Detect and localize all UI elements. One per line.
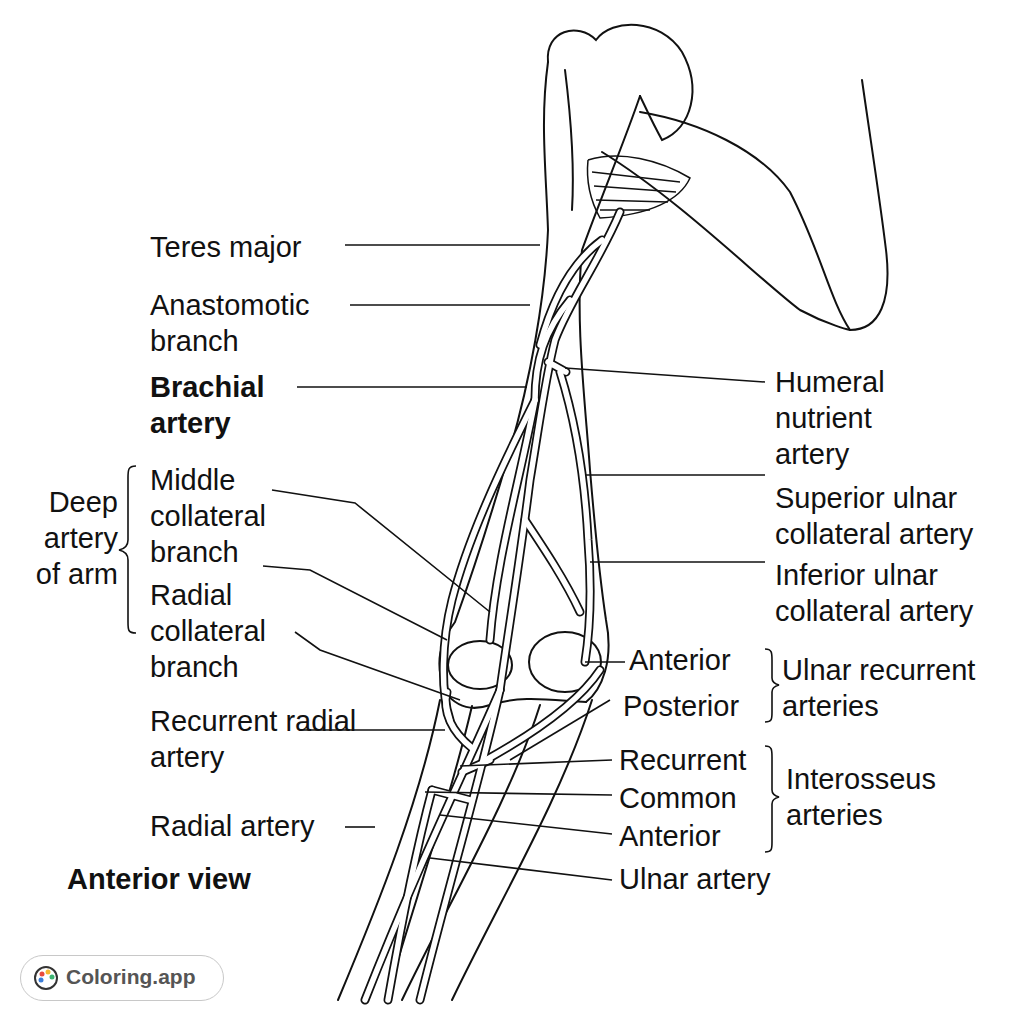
teres-major-muscle <box>594 186 676 192</box>
part-label: Ulnar artery <box>619 861 839 897</box>
group-label: Ulnar recurrent arteries <box>782 652 1017 724</box>
part-label: Radial collateral branch <box>150 577 295 685</box>
leader-line <box>440 815 612 834</box>
part-label: Recurrent <box>619 742 764 778</box>
leader-line <box>263 245 765 880</box>
part-label: Anterior <box>629 642 759 678</box>
leader-line <box>345 826 375 828</box>
leader-line <box>510 700 610 760</box>
leader-line <box>585 474 765 476</box>
bracket <box>119 466 136 633</box>
artery-tree <box>365 690 500 1000</box>
view-label: Anterior view <box>67 861 297 897</box>
artery-lumen <box>388 790 432 1000</box>
leader-line <box>565 368 765 382</box>
palette-dot <box>40 972 45 977</box>
teres-major-muscle <box>600 209 650 211</box>
leader-line <box>460 760 612 766</box>
part-label: Posterior <box>623 688 763 724</box>
artery-lumen <box>525 520 580 612</box>
teres-major-muscle <box>592 172 680 182</box>
artery-tree <box>525 520 580 612</box>
leader-line <box>430 858 612 880</box>
watermark-text: Coloring.app <box>66 964 216 990</box>
bone-outline <box>602 152 850 330</box>
bracket <box>765 746 779 852</box>
teres-major-muscle <box>588 156 691 218</box>
artery-lumen <box>486 670 600 760</box>
artery-tree <box>365 212 620 1000</box>
artery-lumen <box>500 212 620 690</box>
leader-line <box>350 304 530 306</box>
teres-major-muscle <box>588 156 691 218</box>
leader-line <box>263 566 447 640</box>
part-label: Anastomotic branch <box>150 287 350 359</box>
part-label: Middle collateral branch <box>150 462 295 570</box>
leader-line <box>425 792 612 795</box>
part-label: Recurrent radial artery <box>150 703 380 775</box>
palette-dot <box>39 978 44 983</box>
artery-tree <box>560 372 590 662</box>
palette-outline <box>35 967 57 989</box>
group-label: Interosseus arteries <box>786 761 986 833</box>
part-label: Teres major <box>150 229 370 265</box>
watermark-icon <box>33 965 59 991</box>
bone-outline <box>565 70 573 210</box>
bracket <box>765 649 779 722</box>
artery-lumen <box>443 400 535 720</box>
part-label: Common <box>619 780 764 816</box>
group-label: Deep artery of arm <box>18 484 118 592</box>
part-label: Radial artery <box>150 808 350 844</box>
leader-line <box>272 490 490 612</box>
part-label: Superior ulnar collateral artery <box>775 480 1020 552</box>
leader-line <box>590 561 765 563</box>
artery-lumen <box>540 240 602 345</box>
palette-dot <box>50 975 55 980</box>
teres-major-muscle <box>596 200 668 202</box>
leader-line <box>345 244 540 246</box>
palette-dot <box>46 970 51 975</box>
part-label: Inferior ulnar collateral artery <box>775 557 1020 629</box>
part-label: Brachial artery <box>150 369 300 441</box>
part-label: Humeral nutrient artery <box>775 364 910 472</box>
part-label: Anterior <box>619 818 764 854</box>
artery-lumen <box>548 362 566 372</box>
artery-lumen <box>365 690 500 1000</box>
artery-lumen <box>560 372 590 662</box>
leader-line <box>295 632 460 700</box>
leader-line <box>585 661 625 663</box>
artery-tree <box>500 212 620 690</box>
leader-line <box>297 386 527 388</box>
